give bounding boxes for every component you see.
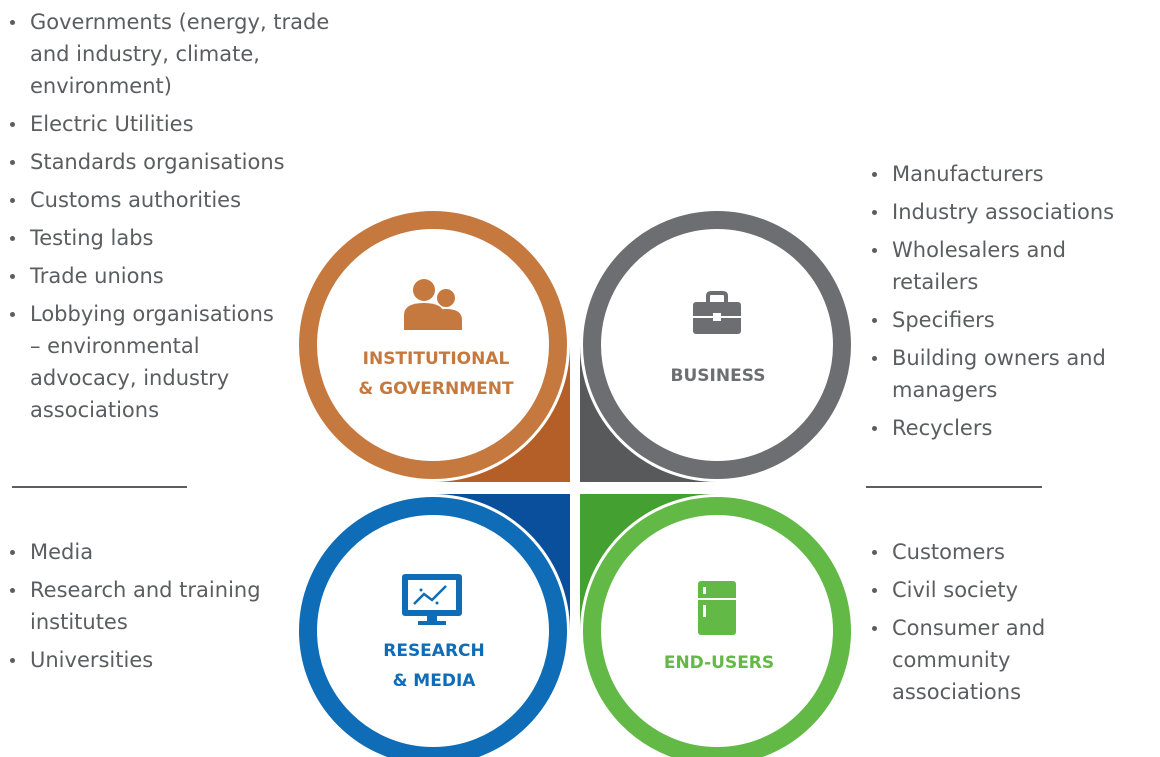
endusers-quadrant: END-USERS: [580, 494, 851, 757]
list-item: Universities: [0, 644, 290, 676]
list-item: Wholesalers and retailers: [862, 234, 1102, 298]
people-icon: [404, 279, 462, 330]
endusers-stakeholder-list: Customers Civil society Consumer and com…: [862, 536, 1152, 714]
list-item: Industry associations: [862, 196, 1160, 228]
business-corner: [580, 345, 717, 482]
right-divider: [866, 486, 1042, 488]
endusers-title: END-USERS: [664, 653, 774, 673]
list-item: Customs authorities: [0, 184, 340, 216]
institutional-ring: [299, 211, 567, 479]
briefcase-icon: [693, 291, 741, 334]
list-item: Standards organisations: [0, 146, 340, 178]
business-quadrant: BUSINESS: [580, 211, 851, 482]
institutional-stakeholder-list: Governments (energy, trade and industry,…: [0, 6, 340, 432]
business-title: BUSINESS: [671, 366, 766, 386]
refrigerator-icon: [698, 581, 736, 635]
business-stakeholder-list: Manufacturers Industry associations Whol…: [862, 158, 1160, 450]
business-ring: [583, 211, 851, 479]
list-item: Consumer and community associations: [862, 612, 1092, 708]
list-item: Trade unions: [0, 260, 340, 292]
list-item: Media: [0, 536, 290, 568]
list-item: Civil society: [862, 574, 1152, 606]
list-item: Recyclers: [862, 412, 1160, 444]
research-ring: [299, 497, 567, 757]
list-item: Building owners and managers: [862, 342, 1152, 406]
list-item: Governments (energy, trade and industry,…: [0, 6, 340, 102]
list-item: Testing labs: [0, 222, 340, 254]
research-title-line1: RESEARCH: [383, 641, 485, 661]
list-item: Electric Utilities: [0, 108, 340, 140]
research-quadrant: RESEARCH & MEDIA: [299, 494, 570, 757]
monitor-chart-icon: [402, 574, 462, 625]
list-item: Research and training institutes: [0, 574, 270, 638]
left-divider: [12, 486, 187, 488]
list-item: Customers: [862, 536, 1152, 568]
research-corner: [433, 494, 570, 631]
list-item: Specifiers: [862, 304, 1160, 336]
institutional-quadrant: INSTITUTIONAL & GOVERNMENT: [299, 211, 570, 482]
research-stakeholder-list: Media Research and training institutes U…: [0, 536, 290, 682]
research-title-line2: & MEDIA: [393, 671, 477, 691]
list-item: Lobbying organisations – environmental a…: [0, 298, 280, 426]
institutional-title-line2: & GOVERNMENT: [358, 379, 514, 399]
institutional-corner: [433, 345, 570, 482]
institutional-title-line1: INSTITUTIONAL: [363, 349, 510, 369]
list-item: Manufacturers: [862, 158, 1160, 190]
endusers-corner: [580, 494, 717, 631]
